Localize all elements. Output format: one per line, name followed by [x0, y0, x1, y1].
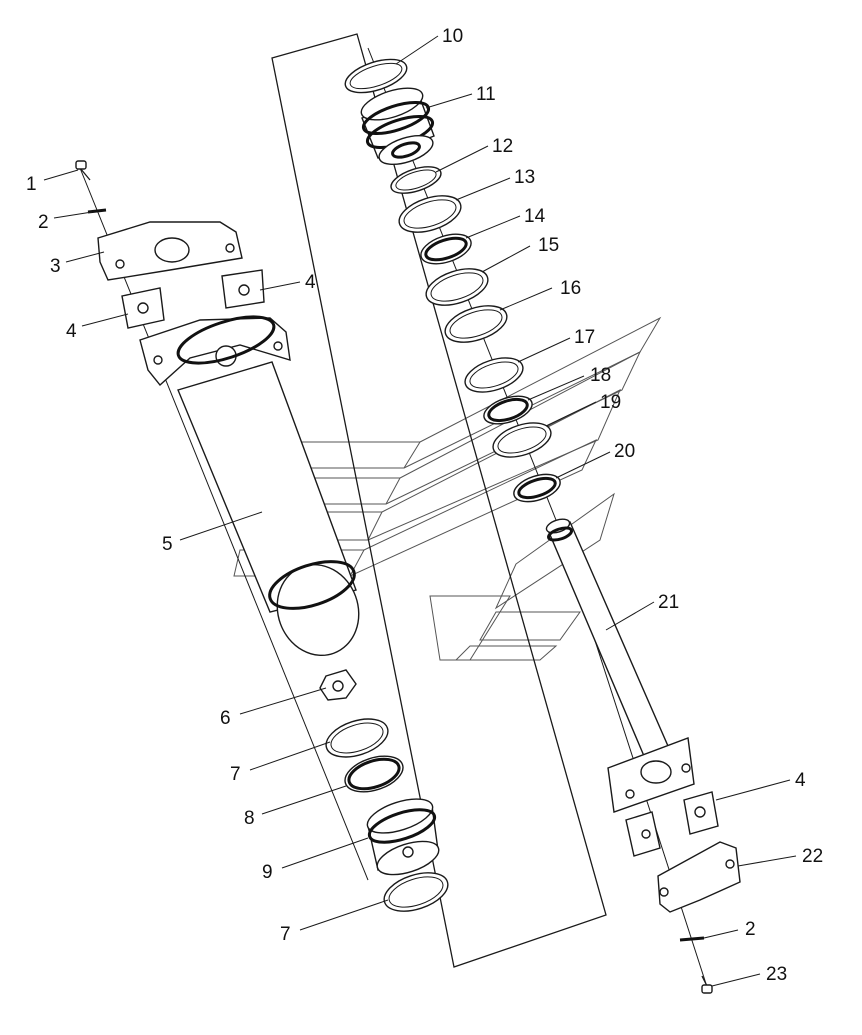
callout-7: 7	[230, 764, 241, 785]
callout-4: 4	[305, 272, 316, 293]
rod-eye-bracket	[607, 737, 695, 857]
callout-11: 11	[476, 84, 496, 105]
seal-ring-18	[483, 395, 533, 425]
callout-22: 22	[802, 846, 823, 867]
callout-2: 2	[745, 919, 756, 940]
pad-lower	[683, 791, 719, 835]
callout-15: 15	[538, 235, 559, 256]
top-plate	[97, 221, 243, 281]
callouts: 1 2 3 4 4 5 6 7 8 9 7 10 11 12 13 14 15 …	[26, 26, 823, 985]
leader-lines	[43, 35, 797, 987]
washer-bottom	[679, 936, 705, 942]
pad-left	[121, 287, 165, 329]
callout-23: 23	[766, 964, 787, 985]
cylinder-barrel	[139, 315, 360, 657]
callout-16: 16	[560, 278, 581, 299]
callout-14: 14	[524, 206, 546, 227]
seal-ring-12	[390, 166, 442, 194]
seal-ring-13	[398, 195, 462, 233]
callout-21: 21	[658, 592, 679, 613]
callout-20: 20	[614, 441, 635, 462]
callout-8: 8	[244, 808, 255, 829]
seal-ring-15	[425, 268, 489, 306]
callout-4: 4	[66, 321, 77, 342]
guide-sleeve	[360, 87, 435, 166]
bottom-clamp	[657, 841, 741, 913]
seal-ring-upper	[325, 718, 389, 758]
piston	[366, 798, 440, 876]
callout-5: 5	[162, 534, 173, 555]
seal-ring-17	[464, 357, 524, 393]
callout-7: 7	[280, 924, 291, 945]
seal-ring-lower	[383, 872, 449, 912]
callout-18: 18	[590, 365, 611, 386]
assembly-frame	[271, 33, 607, 968]
nut	[319, 669, 357, 701]
bolt-top	[75, 160, 91, 181]
seal-ring-10	[344, 58, 408, 94]
callout-9: 9	[262, 862, 273, 883]
seal-ring-16	[444, 305, 508, 343]
callout-2: 2	[38, 212, 49, 233]
seal-ring-8	[344, 755, 404, 793]
callout-10: 10	[442, 26, 463, 47]
bolt-bottom	[701, 975, 713, 994]
seal-ring-14	[420, 233, 472, 265]
callout-1: 1	[26, 174, 37, 195]
callout-19: 19	[600, 392, 621, 413]
seal-ring-20	[513, 473, 561, 503]
callout-6: 6	[220, 708, 231, 729]
seal-ring-19	[492, 422, 552, 458]
pad-right	[221, 269, 265, 309]
callout-17: 17	[574, 327, 595, 348]
callout-12: 12	[492, 136, 513, 157]
callout-13: 13	[514, 167, 535, 188]
callout-4: 4	[795, 770, 806, 791]
callout-3: 3	[50, 256, 61, 277]
